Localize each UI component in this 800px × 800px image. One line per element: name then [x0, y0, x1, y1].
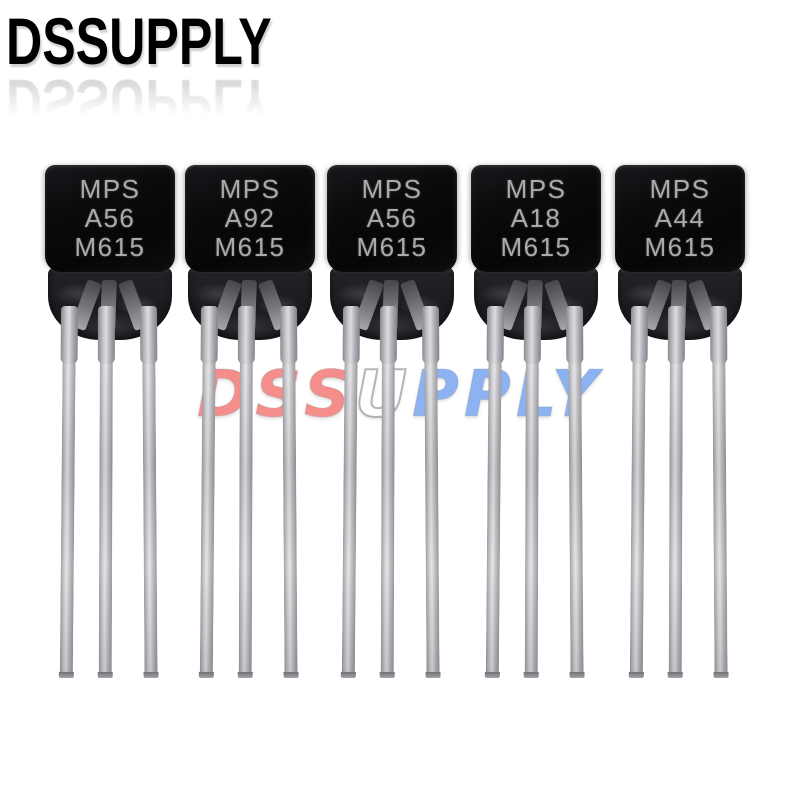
transistor-5: MPS A44 M615 — [600, 160, 760, 680]
transistor-2: MPS A92 M615 — [170, 160, 330, 680]
marking-line-1: MPS — [505, 174, 567, 204]
marking-line-3: M615 — [644, 232, 716, 262]
marking-line-2: A56 — [84, 203, 136, 233]
marking-line-2: A92 — [224, 203, 276, 233]
lead-right — [424, 311, 440, 679]
transistor-3: MPS A56 M615 — [312, 160, 472, 680]
package-face: MPS A56 M615 — [45, 165, 175, 272]
lead-right — [282, 311, 298, 679]
marking-line-3: M615 — [356, 232, 428, 262]
transistor-1: MPS A56 M615 — [30, 160, 190, 680]
package-face: MPS A92 M615 — [185, 165, 315, 272]
lead-middle — [668, 311, 683, 679]
lead-left — [199, 311, 216, 679]
marking-line-2: A56 — [366, 203, 418, 233]
package-face: MPS A18 M615 — [471, 165, 601, 272]
lead-middle — [380, 311, 395, 679]
package-face: MPS A44 M615 — [615, 165, 745, 272]
marking-line-1: MPS — [649, 174, 711, 204]
lead-right — [142, 311, 158, 679]
lead-right — [568, 311, 584, 679]
brand-logo-reflection: DSSUPPLY — [6, 66, 272, 140]
package-face: MPS A56 M615 — [327, 165, 457, 272]
marking-line-1: MPS — [79, 174, 141, 204]
marking-line-1: MPS — [219, 174, 281, 204]
lead-middle — [98, 311, 113, 679]
marking-line-1: MPS — [361, 174, 423, 204]
marking-line-2: A18 — [510, 203, 562, 233]
lead-left — [629, 311, 646, 679]
marking-line-3: M615 — [74, 232, 146, 262]
marking-line-3: M615 — [500, 232, 572, 262]
lead-left — [485, 311, 502, 679]
marking-line-2: A44 — [654, 203, 706, 233]
transistor-4: MPS A18 M615 — [456, 160, 616, 680]
watermark-segment-pink: DSS — [197, 358, 356, 432]
lead-middle — [524, 311, 539, 679]
lead-right — [712, 311, 728, 679]
lead-left — [59, 311, 76, 679]
lead-middle — [238, 311, 253, 679]
brand-logo: DSSUPPLY — [6, 4, 272, 78]
marking-line-3: M615 — [214, 232, 286, 262]
lead-left — [341, 311, 358, 679]
watermark-segment-blue: PPLY — [412, 358, 603, 432]
